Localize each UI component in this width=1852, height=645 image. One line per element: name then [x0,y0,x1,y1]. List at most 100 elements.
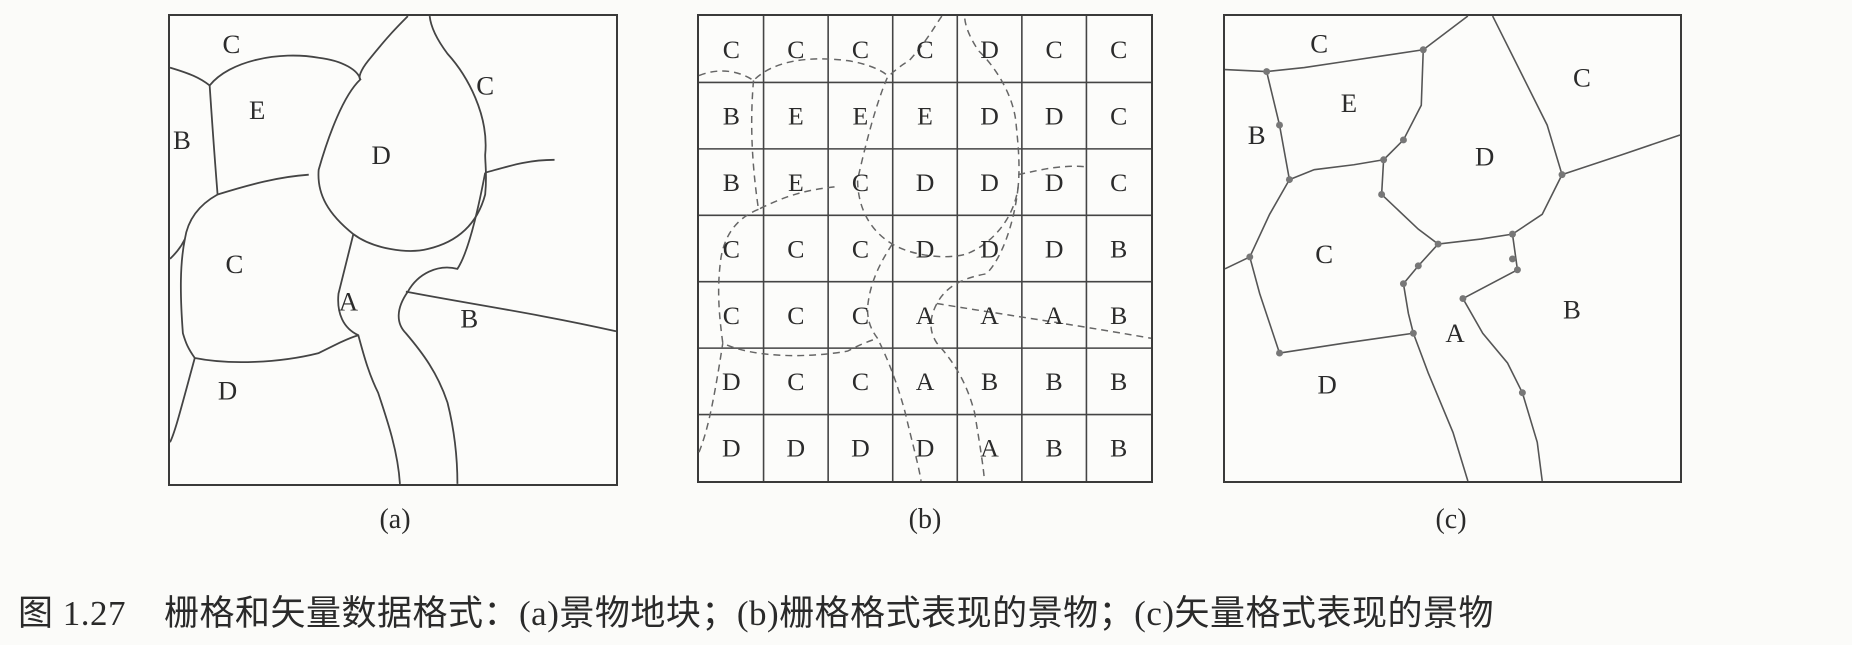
polygon-vertex [1509,255,1516,263]
region-label: D [371,140,390,170]
polygon-vertex [1459,295,1467,303]
grid-cell-label: E [853,102,869,131]
polygon-edge [1402,243,1439,334]
grid-cell-label: D [1045,168,1064,197]
polygon-vertex [1558,171,1566,179]
polygon-vertex [1378,191,1386,198]
polygon-edge [1461,234,1543,482]
polygon-vertex [1419,46,1427,54]
boundary-line [169,238,186,260]
polygon-vertex [1380,156,1388,164]
region-label: C [223,29,241,59]
grid-cell-label: D [980,102,999,131]
polygon-vertex [1434,240,1442,248]
grid-cell-label: B [723,168,740,197]
polygon-edge [1422,15,1469,51]
grid-cell-label: C [723,35,740,64]
grid-cell-label: D [1045,102,1064,131]
boundary-line [337,233,401,484]
figure-caption-text: 栅格和矢量数据格式：(a)景物地块；(b)栅格格式表现的景物；(c)矢量格式表现… [164,594,1495,633]
grid-cell-label: B [981,367,998,396]
grid-cell-label: C [1110,102,1127,131]
grid-cell-label: C [787,367,804,396]
region-label: E [249,95,265,125]
subcaption-b: (b) [908,504,942,535]
boundary-line [405,290,617,333]
grid-cell-label: C [852,168,869,197]
region-label: A [1445,318,1465,348]
region-label: B [1563,294,1581,324]
grid-cell-label: C [723,234,740,263]
dashed-boundary [698,58,888,82]
grid-cell-label: B [1046,434,1063,463]
subcaption-a: (a) [379,504,411,535]
grid-cell-label: D [980,35,999,64]
dashed-boundary [750,80,838,211]
polygon-edge [1491,15,1563,235]
dashed-boundary [1018,165,1086,176]
grid-cell-label: D [722,367,741,396]
polygon-vertex [1518,389,1526,397]
grid-cell-label: C [1110,35,1127,64]
polygon-vertex [1276,121,1283,129]
parcel-map-svg: C C E B D C A B D [169,15,617,484]
polygon-edge [1279,332,1414,354]
region-label: A [339,286,359,316]
polygon-edge [1561,134,1681,176]
grid-cell-label: C [787,234,804,263]
grid-cell-label: C [1110,168,1127,197]
dashed-boundary [930,186,1019,481]
grid-cell-label: B [1046,367,1063,396]
region-label: C [476,70,494,100]
region-label: B [460,303,478,333]
grid-cell-label: B [1110,301,1127,330]
dashed-boundary [698,343,724,453]
dashed-boundary [866,243,922,482]
region-label: D [218,376,237,406]
region-label: C [226,249,244,279]
polygon-edge [1265,71,1384,181]
region-label: B [1248,120,1266,150]
grid-cell-label: D [851,434,870,463]
region-label: C [1310,29,1328,59]
boundary-line [484,158,555,174]
grid-cell-label: A [1045,301,1064,330]
polygon-vertex [1409,329,1417,337]
grid-cell-label: C [852,301,869,330]
figure-number: 图 1.27 [18,594,127,633]
dashed-boundary [936,302,1152,339]
region-label: E [1341,88,1357,118]
polygon-vertex [1285,176,1293,184]
boundary-line [169,357,196,443]
boundary-line [169,54,362,87]
polygon-edge [1249,256,1281,354]
grid-cell-label: B [723,102,740,131]
grid-cell-label: C [852,35,869,64]
polygon-vertex [1399,280,1407,288]
region-label: C [1315,239,1333,269]
grid-cell-label: C [852,367,869,396]
boundary-line [179,193,359,364]
grid-cell-label: C [916,35,933,64]
polygon-edge [1224,179,1291,270]
boundary-line [317,15,487,252]
grid-cell-label: A [980,434,999,463]
subcaption-c: (c) [1435,504,1467,535]
region-label: D [1475,142,1494,172]
boundary-line [397,172,487,484]
grid-cell-label: D [722,434,741,463]
grid-cell-label: D [980,234,999,263]
boundary-line [208,85,309,196]
grid-cell-label: E [788,102,804,131]
grid-cell-label: E [788,168,804,197]
grid-cell-label: D [916,434,935,463]
dashed-boundary [717,208,878,357]
dashed-boundary [856,15,1020,258]
grid-cell-label: A [916,367,935,396]
grid-cell-label: E [917,102,933,131]
region-label: B [173,125,191,155]
